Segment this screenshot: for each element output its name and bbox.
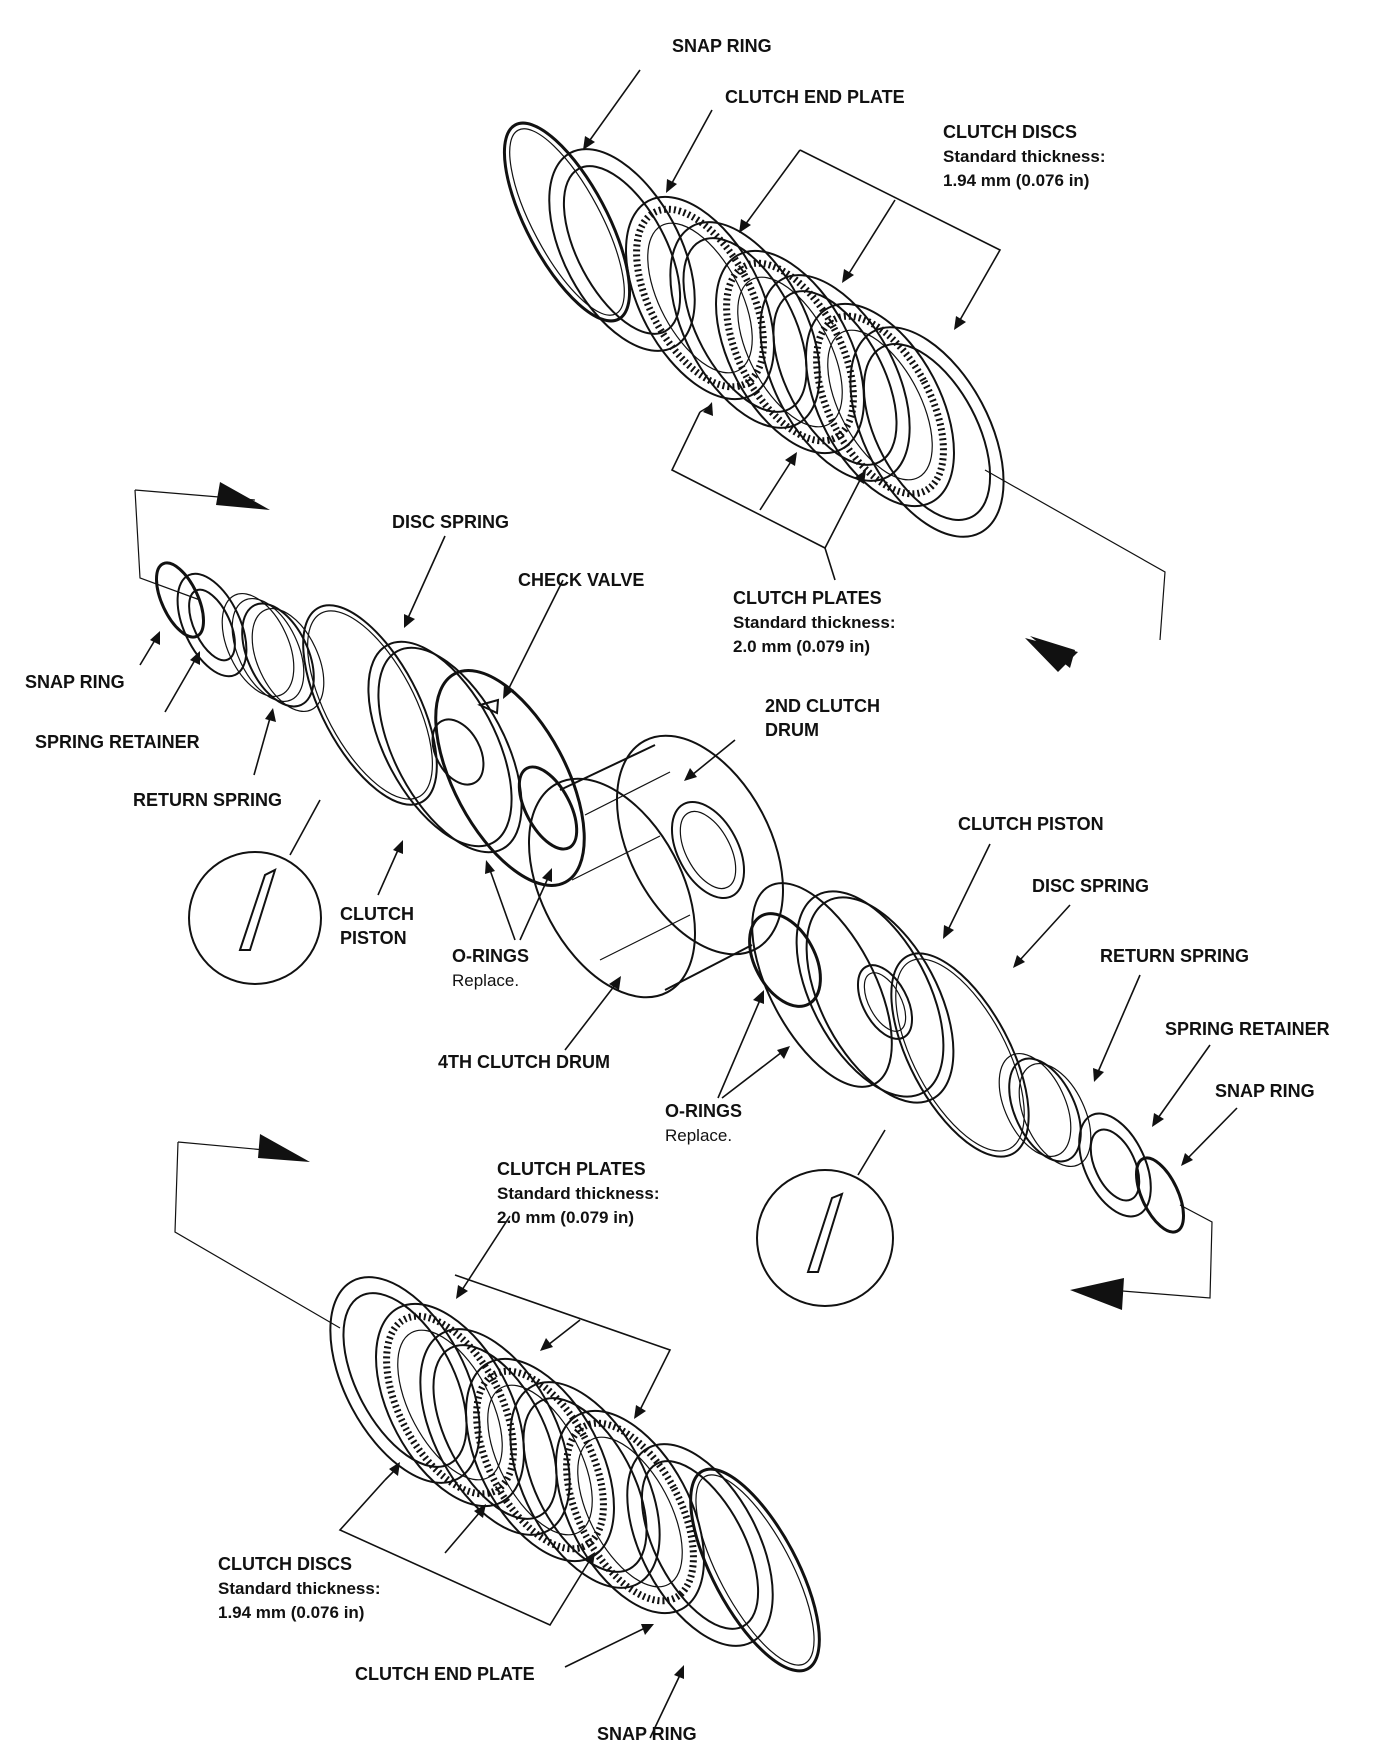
left-o-ring-small [517, 765, 579, 851]
top-snap-ring [502, 121, 632, 323]
left-return-spring [221, 592, 325, 713]
right-return-spring-label: RETURN SPRING [1100, 946, 1249, 966]
left-o-rings-label: O-RINGS [452, 946, 529, 966]
left-clutch-piston-label-line2: PISTON [340, 928, 407, 948]
top-clutch-discs-spec-label: Standard thickness: [943, 147, 1106, 166]
bottom-plate-1 [329, 1276, 481, 1484]
drum-2nd-label-line2: DRUM [765, 720, 819, 740]
bottom-clutch-discs-spec-label: Standard thickness: [218, 1579, 381, 1598]
clutch-drum [528, 734, 784, 1051]
top-clutch-discs-spec-value: 1.94 mm (0.076 in) [943, 171, 1089, 190]
left-snap-ring-label: SNAP RING [25, 672, 125, 692]
bottom-disc-3 [555, 1409, 705, 1615]
top-clutch-end-plate-label: CLUTCH END PLATE [725, 87, 905, 107]
left-assembly [134, 482, 586, 985]
bottom-end-plate [626, 1443, 774, 1647]
right-spring-retainer-label: SPRING RETAINER [1165, 1019, 1330, 1039]
left-clutch-piston-label-line1: CLUTCH [340, 904, 414, 924]
right-disc-spring-label: DISC SPRING [1032, 876, 1149, 896]
top-snap-ring-label: SNAP RING [672, 36, 772, 56]
drum-2nd-label-line1: 2ND CLUTCH [765, 696, 880, 716]
bottom-clutch-end-plate-label: CLUTCH END PLATE [355, 1664, 535, 1684]
top-clutch-plates-spec-label: Standard thickness: [733, 613, 896, 632]
right-assembly [717, 843, 1238, 1310]
top-plate-3 [849, 326, 1005, 538]
top-disc-3 [805, 302, 955, 508]
bottom-clutch-plates-spec-value: 2.0 mm (0.079 in) [497, 1208, 634, 1227]
left-spring-retainer-label: SPRING RETAINER [35, 732, 200, 752]
bottom-snap-ring [689, 1467, 821, 1673]
bottom-clutch-plates-spec-label: Standard thickness: [497, 1184, 660, 1203]
bottom-clutch-discs-spec-value: 1.94 mm (0.076 in) [218, 1603, 364, 1622]
bottom-clutch-discs-title: CLUTCH DISCS [218, 1554, 352, 1574]
left-spring-retainer [176, 572, 248, 678]
right-disc-spring [890, 952, 1030, 1158]
right-o-rings-note: Replace. [665, 1126, 732, 1145]
right-detail-callout [756, 1129, 894, 1307]
left-snap-ring [155, 561, 205, 639]
left-clutch-piston [367, 640, 523, 854]
drum-4th-label: 4TH CLUTCH DRUM [438, 1052, 610, 1072]
bottom-clutch-plates-title: CLUTCH PLATES [497, 1159, 646, 1179]
bottom-snap-ring-label: SNAP RING [597, 1724, 697, 1744]
left-o-rings-note: Replace. [452, 971, 519, 990]
top-clutch-discs-title: CLUTCH DISCS [943, 122, 1077, 142]
right-return-spring [998, 1052, 1092, 1168]
top-disc-1 [625, 195, 775, 401]
top-clutch-plates-spec-value: 2.0 mm (0.079 in) [733, 637, 870, 656]
left-check-valve-label: CHECK VALVE [518, 570, 644, 590]
bottom-disc-1 [375, 1302, 525, 1508]
top-clutch-pack [502, 69, 1166, 672]
bottom-clutch-pack [174, 1134, 821, 1739]
right-spring-retainer [1078, 1112, 1152, 1218]
right-o-rings-label: O-RINGS [665, 1101, 742, 1121]
right-snap-ring [1135, 1156, 1185, 1234]
left-return-spring-label: RETURN SPRING [133, 790, 282, 810]
left-o-ring-large [434, 669, 586, 887]
right-o-ring-small [748, 912, 822, 1008]
right-snap-ring-label: SNAP RING [1215, 1081, 1315, 1101]
top-disc-2 [715, 249, 865, 455]
top-clutch-plates-title: CLUTCH PLATES [733, 588, 882, 608]
right-clutch-piston-label: CLUTCH PISTON [958, 814, 1104, 834]
left-disc-spring [302, 604, 438, 806]
left-detail-callout [188, 799, 322, 985]
left-disc-spring-label: DISC SPRING [392, 512, 509, 532]
right-clutch-piston [795, 890, 955, 1104]
